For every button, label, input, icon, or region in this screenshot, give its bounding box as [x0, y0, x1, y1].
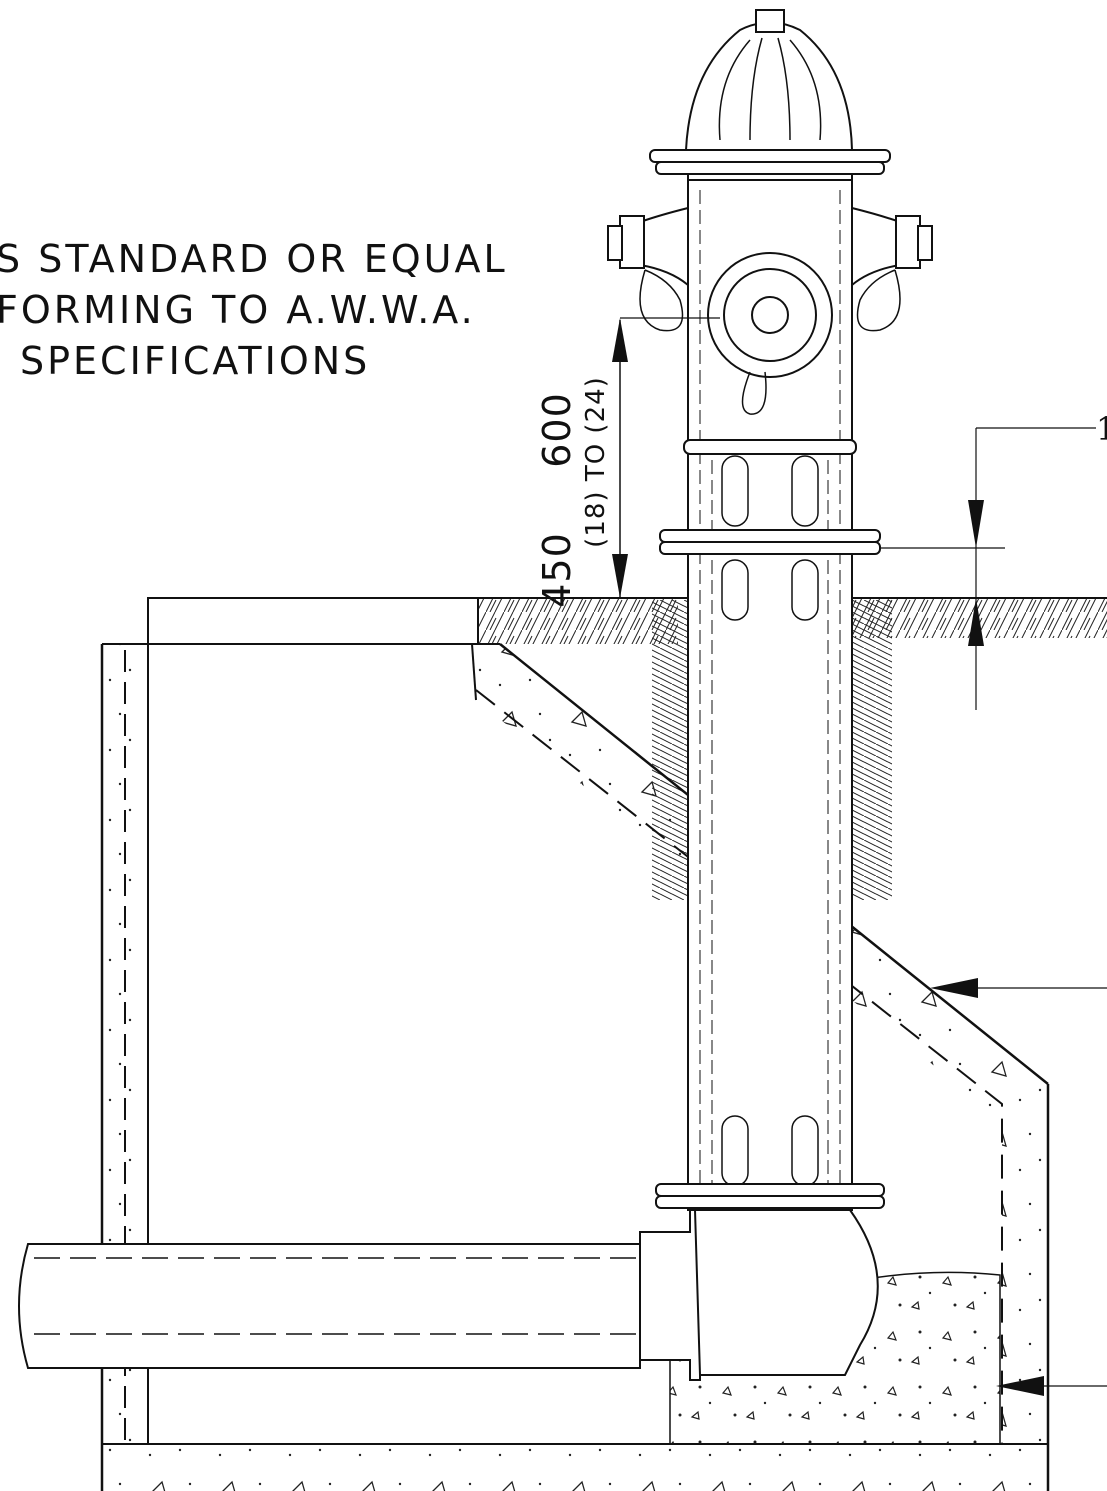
dimension-max: 600 [535, 392, 579, 468]
nozzle-height-dimension: 600 450 (18) TO (24) [535, 317, 720, 608]
dimension-arrow-up [612, 318, 628, 362]
ground-surface [478, 597, 1107, 644]
hydrant-bonnet [684, 9, 854, 151]
callouts: 1 [930, 410, 1107, 1396]
callout-arrow-gravel [996, 1376, 1044, 1396]
dimension-arrow-down [612, 554, 628, 598]
bottom-slab [102, 1443, 1048, 1491]
hydrant-head [607, 174, 933, 415]
flange-height-dimension [880, 427, 1096, 710]
hydrant-flanges [649, 149, 891, 1209]
specification-note: S STANDARD OR EQUAL FORMING TO A.W.W.A. … [0, 237, 508, 383]
dimension-min: 450 [535, 532, 579, 608]
note-line-3: SPECIFICATIONS [20, 339, 370, 383]
callout-number-1: 1 [1096, 410, 1107, 448]
dimension-imperial: (18) TO (24) [581, 376, 611, 548]
water-main-pipe [18, 1209, 701, 1381]
note-line-2: FORMING TO A.W.W.A. [0, 288, 476, 332]
note-line-1: S STANDARD OR EQUAL [0, 237, 508, 281]
hydrant-shoe [693, 1209, 879, 1376]
callout-arrow-slab [930, 978, 978, 998]
